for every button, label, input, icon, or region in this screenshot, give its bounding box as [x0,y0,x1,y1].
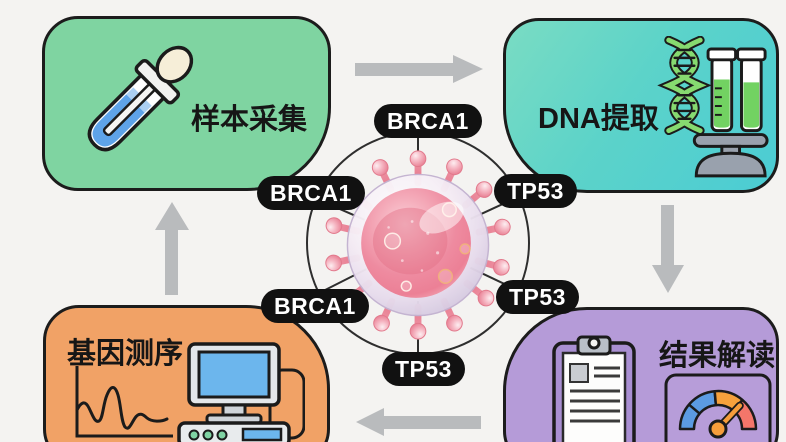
arrow-up-icon [155,202,189,296]
gene-label-brca1-bottom-left: BRCA1 [261,289,369,323]
computer-icon [177,342,305,442]
stage-label-sample-collection: 样本采集 [191,104,308,136]
waveform-chart-icon [75,366,173,438]
clipboard-report-icon [552,335,636,442]
stage-dna-extraction: DNA提取 [503,18,779,193]
gene-label-tp53-right-upper: TP53 [494,174,577,208]
arrow-left-icon [356,408,482,437]
gauge-meter-icon [664,373,772,442]
stage-gene-sequencing: 基因测序 [43,305,330,442]
stage-label-dna-extraction: DNA提取 [538,103,659,135]
stage-sample-collection: 样本采集 [42,16,331,191]
gene-label-tp53-bottom: TP53 [382,352,465,386]
test-tube-swab-icon [87,45,194,152]
stage-label-gene-sequencing: 基因测序 [67,338,184,370]
virus-cell-icon [323,150,513,340]
gene-label-brca1-left: BRCA1 [257,176,365,210]
stage-result-interpretation: 结果解读 [503,307,779,442]
stage-label-result-interpretation: 结果解读 [659,340,776,372]
gene-label-tp53-right-lower: TP53 [496,280,579,314]
dna-helix-test-tubes-icon [657,36,769,178]
arrow-right-icon [355,55,483,83]
arrow-down-icon [652,205,684,295]
gene-label-brca1-top: BRCA1 [374,104,482,138]
